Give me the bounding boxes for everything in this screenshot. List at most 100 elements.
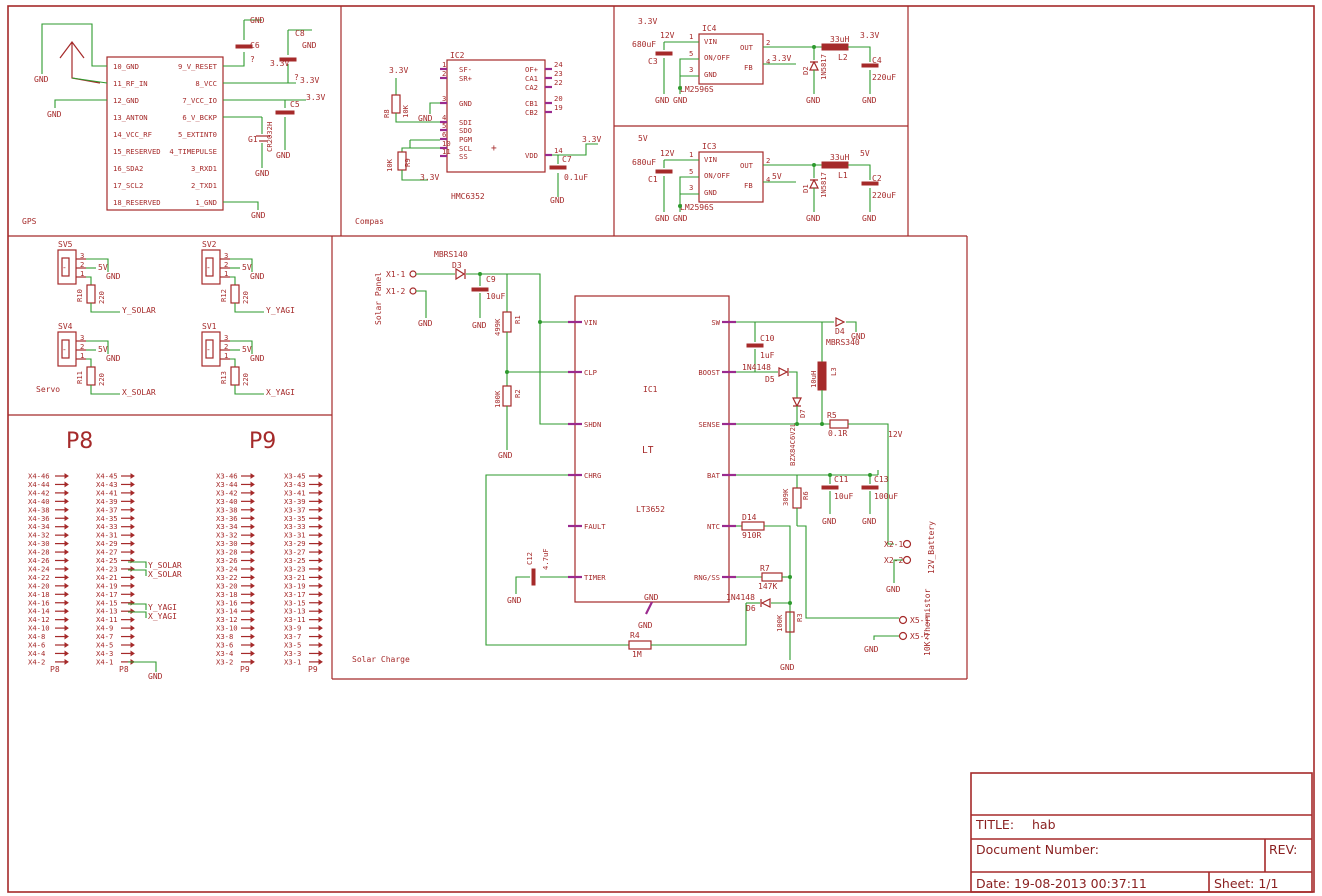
svg-text:-: - <box>206 263 211 272</box>
part-r6v: 309K <box>781 488 790 506</box>
gps-gnd-3: GND <box>250 16 265 25</box>
servo-signal: X_SOLAR <box>122 388 156 397</box>
header-pin: X3-37 <box>284 505 306 514</box>
charger-gnd-9: GND <box>886 585 901 594</box>
part-r7v: 147K <box>758 582 777 591</box>
regulator-ic-part: LM2596S <box>680 203 714 212</box>
header-pin: X4-24 <box>28 564 50 573</box>
part-d7v: BZX84C6V2L <box>788 423 797 466</box>
header-pin: X3-39 <box>284 497 306 506</box>
header-pin: X4-39 <box>96 497 118 506</box>
header-pin: X3-35 <box>284 514 306 523</box>
connector-x5-2: X5-2 <box>910 632 929 641</box>
part-d4v: MBRS340 <box>826 338 860 347</box>
header-pin: X3-2 <box>216 657 233 666</box>
header-pin: X3-38 <box>216 505 238 514</box>
diode-icon <box>809 60 819 71</box>
header-sig-yyagi: Y_YAGI <box>148 603 177 612</box>
regulator-inductor: L1 <box>838 171 848 180</box>
regulator-pin-fb: FB <box>744 181 753 190</box>
compass-3v3-vdd: 3.3V <box>582 135 601 144</box>
servo-gnd-label: GND <box>250 354 265 363</box>
charger-pin-left: CHRG <box>584 471 601 480</box>
diode-d3-icon <box>455 267 466 281</box>
part-r4: R4 <box>630 631 640 640</box>
regulator-inductor-value: 33uH <box>830 35 849 44</box>
charger-logo: LT <box>642 445 654 456</box>
header-pin: X3-1 <box>284 657 301 666</box>
gps-gnd-6: GND <box>255 169 270 178</box>
header-pin: X3-14 <box>216 607 238 616</box>
compass-pin-right: CB2 <box>525 108 538 117</box>
compass-c7: C7 <box>562 155 572 164</box>
headers-section: P8 P9 X4-46X4-44X4-42X4-40X4-38X4-36X4-3… <box>28 429 323 681</box>
gps-gnd-7: GND <box>251 211 266 220</box>
header-pin: X4-9 <box>96 624 113 633</box>
servo-resistor: R10 <box>75 289 84 302</box>
header-pin: X3-33 <box>284 522 306 531</box>
gps-section: GND GND GND GND GND GND GND C6 C8 C5 ? ?… <box>34 16 325 220</box>
charger-gnd-1: GND <box>418 319 433 328</box>
compass-pin-right: OF+ <box>525 65 539 74</box>
charger-pin-right: NTC <box>707 522 720 531</box>
part-r3v: 100K <box>775 614 784 632</box>
gps-gnd-5: GND <box>276 151 291 160</box>
header-pin: X4-44 <box>28 480 50 489</box>
compass-ic-name: IC2 <box>450 51 465 60</box>
header-pin: X3-34 <box>216 522 238 531</box>
diode-icon <box>809 178 819 189</box>
charger-pin-gnd: GND <box>644 593 659 602</box>
rev-label: REV: <box>1269 842 1297 857</box>
compass-pin-left: SR+ <box>459 74 473 83</box>
header-pin: X3-24 <box>216 564 238 573</box>
part-r7: R7 <box>760 564 770 573</box>
regulator-diode-value: 1N5817 <box>819 172 828 198</box>
header-pin: X4-23 <box>96 564 118 573</box>
header-p9-label-1: P9 <box>240 665 250 674</box>
gps-battery-label: CR2032H <box>265 122 274 152</box>
gps-pin-left: 11_RF_IN <box>113 79 148 88</box>
header-pin: X4-12 <box>28 615 50 624</box>
regulator-pin-5: 5 <box>689 49 693 58</box>
header-pin: X4-31 <box>96 531 118 540</box>
header-pin: X4-19 <box>96 581 118 590</box>
header-pin: X4-3 <box>96 649 113 658</box>
header-pin: X4-10 <box>28 624 50 633</box>
header-pin: X4-5 <box>96 641 113 650</box>
regulator-gnd: GND <box>806 214 821 223</box>
servo-name: SV4 <box>58 322 73 331</box>
charger-pin-left: TIMER <box>584 573 606 582</box>
charger-gnd-4: GND <box>507 596 522 605</box>
gps-c8-label: C8 <box>295 29 305 38</box>
header-pin: X3-32 <box>216 531 238 540</box>
charger-pin-right: RNG/SS <box>694 573 720 582</box>
compass-r8: R8 <box>382 109 391 118</box>
title-block: TITLE: hab Document Number: REV: Date: 1… <box>970 772 1313 893</box>
header-pin: X4-22 <box>28 573 50 582</box>
regulator-fb-label: 3.3V <box>772 54 791 63</box>
charger-gnd-2: GND <box>472 321 487 330</box>
part-d3v: MBRS140 <box>434 250 468 259</box>
svg-text:+: + <box>491 143 497 154</box>
header-pin: X3-16 <box>216 598 238 607</box>
header-pin: X4-1 <box>96 657 113 666</box>
compass-pin-number: 11 <box>442 147 451 156</box>
charger-gnd-10: GND <box>864 645 879 654</box>
regulator-vin: 12V <box>660 149 675 158</box>
header-pin: X4-6 <box>28 641 45 650</box>
diode-d6-icon <box>760 598 771 608</box>
header-pin: X3-23 <box>284 564 306 573</box>
part-r1v: 499K <box>493 318 502 336</box>
header-p9-title: P9 <box>249 429 276 454</box>
header-pin: X3-43 <box>284 480 306 489</box>
title-value: hab <box>1032 817 1056 832</box>
regulator-pin-vin: VIN <box>704 155 717 164</box>
regulator-pin-5: 5 <box>689 167 693 176</box>
gps-pin-left: 12_GND <box>113 96 139 105</box>
regulator-1: IC3LM2596SVINON/OFFGNDOUTFB1532412V680uF… <box>632 142 896 223</box>
header-p8-label-1: P8 <box>50 665 60 674</box>
servo-resistor: R12 <box>219 289 228 302</box>
